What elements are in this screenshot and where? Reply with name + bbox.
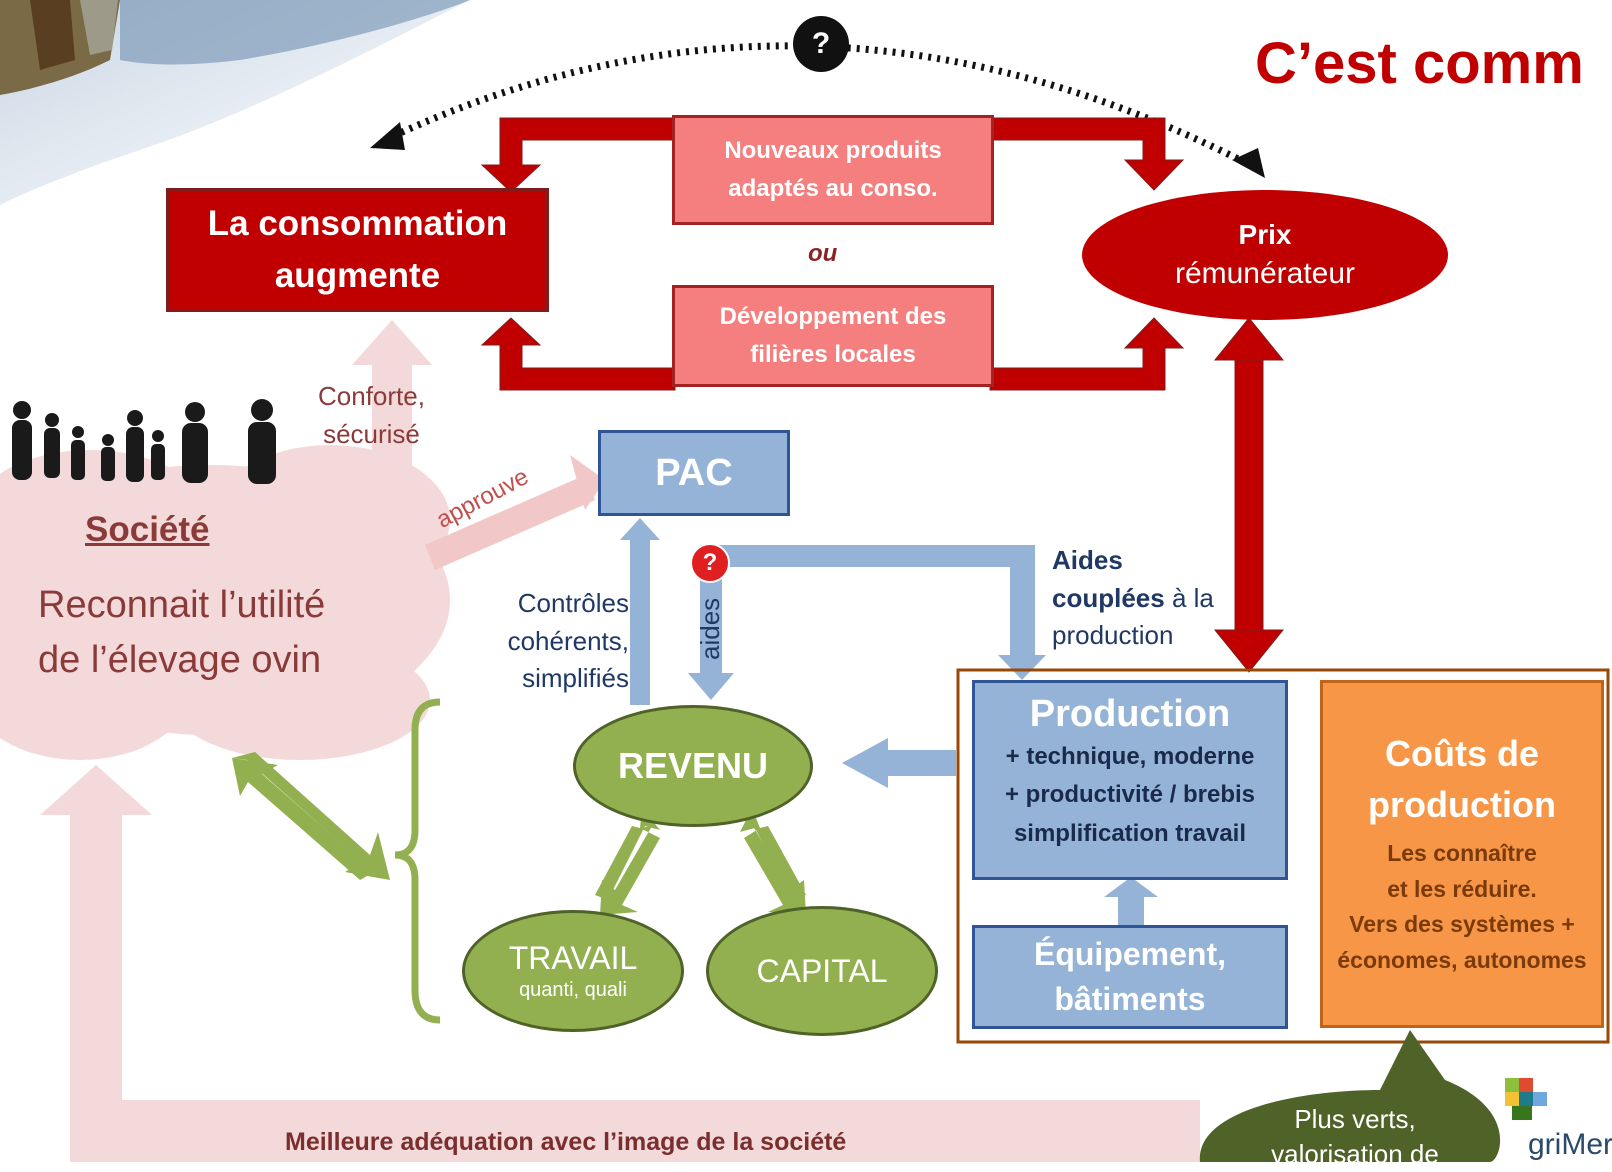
ou-label: ou (808, 240, 838, 267)
equipement-line-2: bâtiments (1054, 981, 1206, 1017)
revenu-label: REVENU (617, 745, 769, 786)
societe-cloud (0, 445, 450, 760)
question-mark-pac: ? (690, 543, 730, 583)
couts-line-2: et les réduire. (1387, 875, 1537, 902)
revenu-ellipse: REVENU (573, 705, 813, 827)
page-title-text: C’est comm (1255, 31, 1584, 96)
aides-couplees-line-2: couplées à la (1052, 582, 1214, 613)
red-flow-arrows (480, 117, 1285, 673)
speech-bubble (1199, 1030, 1501, 1162)
capital-label: CAPITAL (756, 952, 888, 989)
production-line-3: simplification travail (1013, 819, 1247, 847)
developpement-line-2: filières locales (750, 341, 916, 368)
pac-label: PAC (655, 451, 733, 494)
travail-label: TRAVAIL (508, 940, 638, 976)
travail-ellipse: TRAVAIL quanti, quali (462, 910, 684, 1032)
production-line-2: + productivité / brebis (1004, 781, 1256, 809)
equipement-box: Équipement, bâtiments (972, 925, 1288, 1029)
societe-text-line-1: Reconnait l’utilité (38, 584, 326, 626)
production-title: Production (1029, 693, 1231, 735)
question-mark-top: ? (793, 16, 849, 72)
societe-text-line-2: de l’élevage ovin (38, 639, 322, 682)
aides-couplees-line-3: production (1052, 620, 1174, 651)
conforte-line-2: sécurisé (323, 418, 420, 449)
travail-sublabel: quanti, quali (519, 979, 627, 1001)
consommation-line-2: augmente (274, 256, 441, 295)
page-title: C’est comm (1255, 30, 1584, 97)
corner-photo (0, 0, 470, 205)
developpement-line-1: Développement des (719, 302, 947, 330)
conforte-line-1: Conforte, (318, 381, 425, 411)
couts-line-4: économes, autonomes (1337, 947, 1587, 974)
consommation-line-1: La consommation (207, 203, 508, 243)
prix-title: Prix (1238, 219, 1292, 250)
bubble-line-2: valorisation de (1271, 1139, 1439, 1170)
couts-title: Coûts de production (1368, 729, 1556, 830)
couts-box: Coûts de production Les connaître et les… (1320, 680, 1604, 1028)
controles-line-3: simplifiés (522, 663, 629, 694)
nouveaux-produits-line-2: adaptés au conso. (728, 175, 938, 202)
production-frame (956, 668, 1610, 1044)
societe-feedback-arrow (40, 765, 1200, 1162)
developpement-box: Développement des filières locales (672, 285, 994, 387)
aides-label: aides (695, 597, 725, 660)
equipement-line-1: Équipement, (1033, 936, 1226, 973)
bubble-line-1: Plus verts, (1294, 1104, 1416, 1134)
nouveaux-produits-box: Nouveaux produits adaptés au conso. (672, 115, 994, 225)
couts-title-line-1: Coûts de (1384, 733, 1539, 775)
couts-line-3: Vers des systèmes + (1349, 911, 1575, 938)
agrimer-logo-text: griMer (1528, 1128, 1612, 1161)
capital-ellipse: CAPITAL (706, 906, 938, 1036)
controles-label: Contrôles cohérents, simplifiés (485, 585, 629, 698)
green-flow-arrows (232, 698, 806, 1024)
prix-ellipse: Prix rémunérateur (1082, 190, 1448, 320)
couts-lines: Les connaître et les réduire. Vers des s… (1337, 836, 1586, 979)
pac-box: PAC (598, 430, 790, 516)
couts-title-line-2: production (1368, 783, 1556, 825)
nouveaux-produits-line-1: Nouveaux produits (724, 136, 942, 164)
production-line-1: + technique, moderne (1005, 743, 1255, 770)
prix-subtitle: rémunérateur (1174, 257, 1356, 290)
production-lines: + technique, moderne + productivité / br… (975, 738, 1285, 853)
aides-couplees-label: Aides couplées à la production (1052, 542, 1214, 655)
approuve-arrow (425, 455, 605, 570)
consommation-box: La consommation augmente (166, 188, 549, 312)
production-box: Production + technique, moderne + produc… (972, 680, 1288, 880)
aides-couplees-line-1: Aides (1052, 545, 1123, 575)
couts-line-1: Les connaître (1387, 840, 1537, 867)
controles-line-2: cohérents, (507, 625, 629, 656)
bottom-label: Meilleure adéquation avec l’image de la … (285, 1128, 847, 1156)
people-silhouettes-icon (12, 399, 276, 484)
controles-line-1: Contrôles (517, 588, 629, 618)
societe-title: Société (85, 510, 210, 549)
agrimer-logo-icon (1505, 1078, 1547, 1120)
societe-text: Reconnait l’utilité de l’élevage ovin (38, 578, 325, 688)
conforte-label: Conforte, sécurisé (318, 378, 425, 453)
